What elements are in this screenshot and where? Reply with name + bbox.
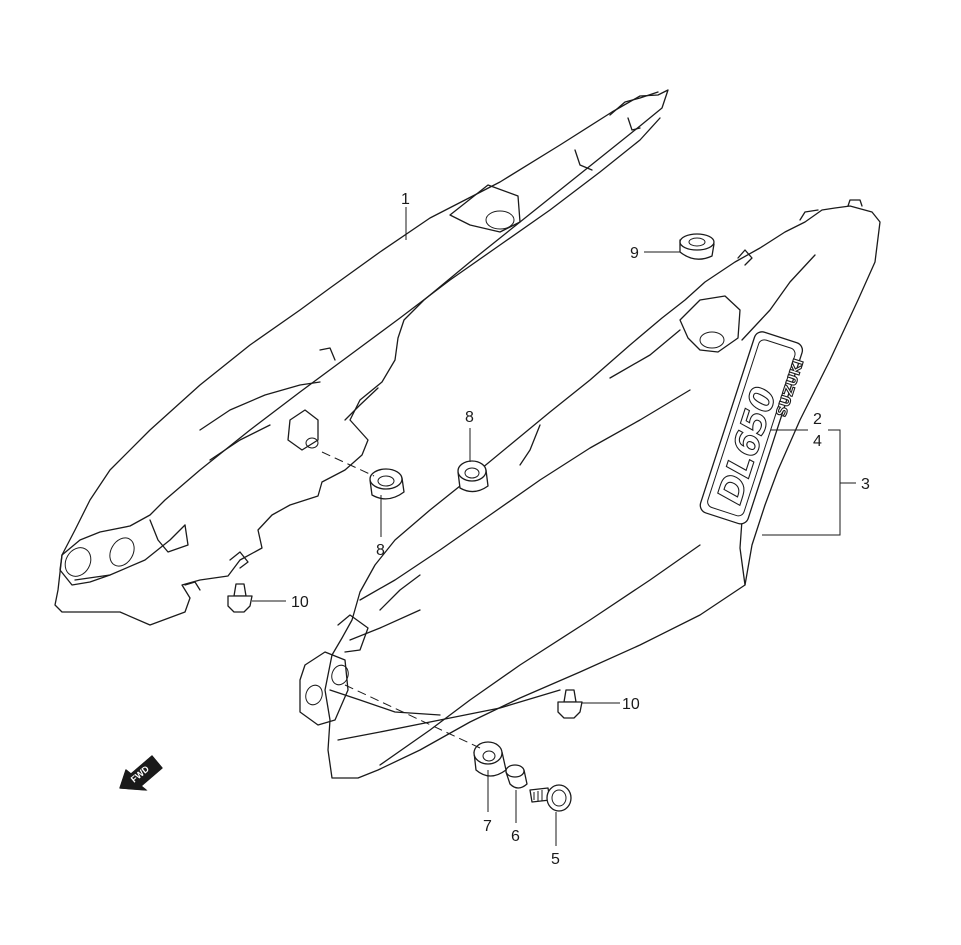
callout-3: 3: [861, 476, 870, 493]
assembly-line-grommet-right: [344, 684, 481, 749]
callout-7: 7: [483, 818, 492, 835]
part-8-grommet-lower: [369, 468, 405, 500]
bracket-3: [762, 429, 856, 536]
callout-2: 2: [813, 411, 822, 428]
part-5-bolt: [529, 784, 572, 812]
right-frame-cover: [299, 199, 881, 779]
part-10-clip-right: [557, 689, 583, 719]
left-frame-cover: [54, 89, 669, 626]
callout-8-lower: 8: [376, 542, 385, 559]
part-6-collar: [505, 764, 528, 789]
part-10-clip-left: [227, 583, 253, 613]
callout-4: 4: [813, 433, 822, 450]
callout-6: 6: [511, 828, 520, 845]
callout-8-upper: 8: [465, 409, 474, 426]
callout-10-right: 10: [622, 696, 640, 713]
callout-10-left: 10: [291, 594, 309, 611]
callout-5: 5: [551, 851, 560, 868]
callout-1: 1: [401, 191, 410, 208]
assembly-line-grommet-left: [321, 451, 375, 477]
callout-9: 9: [630, 245, 639, 262]
part-9-grommet: [679, 233, 715, 260]
part-8-grommet-upper: [457, 460, 489, 493]
fwd-arrow-icon: FWD: [119, 755, 163, 791]
